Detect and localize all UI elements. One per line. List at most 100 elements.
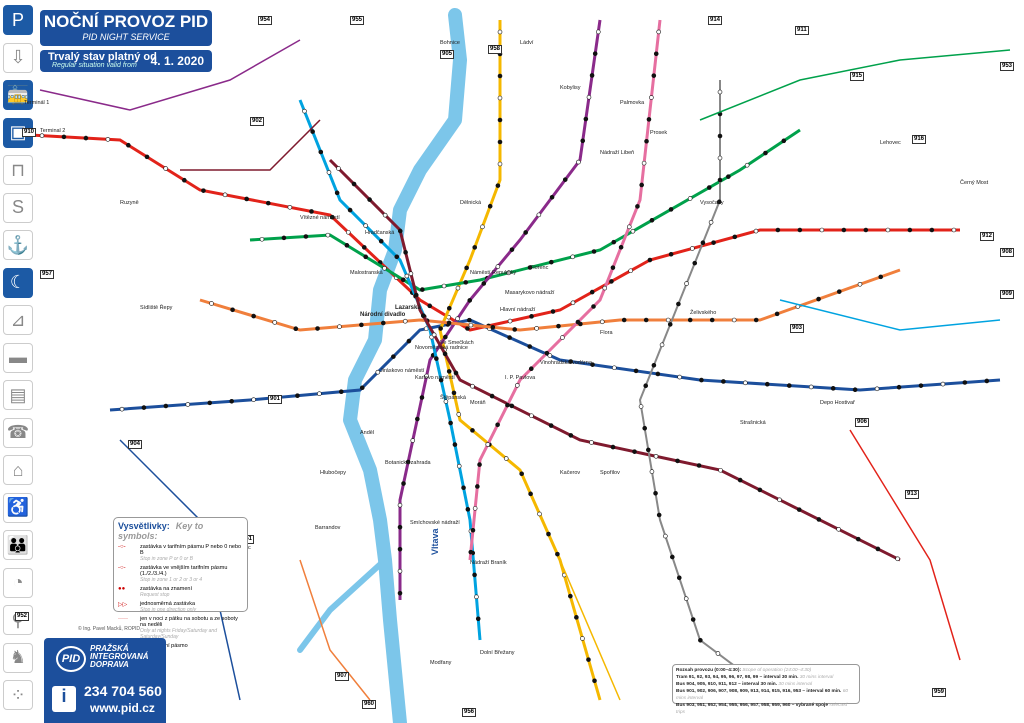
route-line-99[interactable] [468, 19, 662, 561]
stop-marker [363, 254, 369, 260]
stop-marker [39, 133, 45, 138]
stop-label: Florenc [530, 265, 549, 271]
stop-marker [489, 393, 495, 399]
stop-marker [338, 389, 344, 395]
arrow-down-icon[interactable]: ⇩ [3, 42, 33, 73]
truck-icon[interactable]: ▬ [3, 342, 33, 373]
stop-marker [711, 240, 716, 245]
stroller-icon[interactable]: ◔ [3, 567, 33, 598]
trolleybus-icon[interactable]: ⊓ [3, 155, 33, 185]
stop-marker [451, 390, 457, 396]
s-train-icon[interactable]: S [3, 192, 33, 223]
stop-marker [446, 369, 452, 374]
stop-marker [796, 507, 802, 512]
stop-marker [677, 374, 682, 380]
stop-marker [345, 229, 351, 235]
stop-marker [586, 657, 591, 662]
legend-symbol-icon: ····· [118, 616, 128, 622]
stop-marker [555, 551, 560, 557]
stop-marker [546, 531, 551, 537]
route-line-98[interactable] [328, 158, 901, 562]
bus-route-line[interactable] [299, 559, 371, 701]
stop-marker [602, 285, 608, 291]
page-subtitle: PID NIGHT SERVICE [82, 32, 170, 42]
pid-logo-icon[interactable]: P [3, 5, 33, 35]
bus-route-line[interactable] [779, 299, 1001, 331]
stop-marker [717, 89, 723, 95]
bus-route-line[interactable] [699, 49, 1011, 121]
stop-marker [717, 177, 723, 183]
stop-label: Novoměstská radnice [415, 345, 468, 351]
stop-marker [589, 440, 594, 445]
stop-marker [464, 265, 469, 271]
stop-marker [406, 338, 412, 344]
line-number-badge: 916 [912, 135, 927, 144]
stop-marker [334, 190, 340, 196]
hotel-icon[interactable]: ⌂ [3, 455, 33, 485]
stop-marker [626, 224, 632, 230]
bus-route-line[interactable] [180, 119, 321, 171]
bus-route-line[interactable] [849, 429, 961, 661]
stop-marker [895, 556, 900, 562]
night-moon-icon[interactable]: ☾ [3, 267, 33, 298]
stop-marker [763, 150, 768, 156]
stop-marker [507, 335, 512, 340]
stop-marker [287, 204, 293, 210]
legend-title: Vysvětlivky:Key to symbols: [118, 521, 204, 541]
ferry-anchor-icon[interactable]: ⚓ [3, 230, 33, 260]
stop-marker [929, 227, 935, 233]
stop-marker [415, 416, 420, 422]
validity-banner: Trvalý stav platný od Regular situation … [40, 50, 212, 72]
stop-label: Hlavní nádraží [500, 307, 536, 313]
stop-marker [547, 353, 553, 358]
line-number-badge: 956 [462, 708, 477, 717]
route-line-93[interactable] [438, 20, 602, 701]
family-icon[interactable]: 👪 [3, 530, 33, 560]
stop-marker [655, 371, 661, 377]
route-line-96[interactable] [199, 268, 901, 332]
stop-marker [560, 335, 565, 340]
stop-marker [583, 116, 589, 122]
legend-item: -○-zastávka v tarifním pásmu P nebo 0 ne… [118, 544, 242, 562]
stop-label: Botanická zahrada [385, 460, 431, 466]
wheelchair-icon[interactable]: ♿ [3, 492, 33, 523]
stop-marker [61, 134, 67, 140]
line-number-badge: 960 [362, 700, 377, 709]
bus-route-line[interactable] [559, 559, 621, 701]
stop-marker [589, 73, 595, 78]
stop-marker [786, 383, 792, 388]
stop-marker [580, 636, 585, 641]
legend-item: -○-zastávka ve vnějším tarifním pásmu (1… [118, 565, 228, 583]
legend: Vysvětlivky:Key to symbols: -○-zastávka … [113, 517, 248, 655]
stop-label: Ruzyně [120, 200, 139, 206]
stop-marker [442, 351, 448, 357]
stop-marker [527, 344, 533, 349]
bus-route-line[interactable] [39, 39, 301, 111]
line-number-badge: 901 [268, 395, 283, 404]
stop-marker [592, 678, 597, 684]
stop-marker [503, 456, 509, 461]
stop-marker [326, 170, 332, 175]
stop-marker [716, 199, 722, 205]
stop-marker [653, 51, 659, 57]
website-link[interactable]: www.pid.cz [90, 701, 155, 715]
tram-icon[interactable]: 🚋 [3, 80, 33, 110]
dog-icon[interactable]: ♞ [3, 642, 33, 673]
stop-marker [419, 395, 425, 400]
route-line-94[interactable] [249, 128, 801, 292]
stop-marker [408, 271, 414, 276]
stop-label: Kobylisy [560, 85, 581, 91]
building-icon[interactable]: ▤ [3, 380, 33, 410]
route-line-bus[interactable] [638, 80, 781, 701]
stop-marker [757, 487, 763, 493]
stop-marker [940, 381, 946, 387]
stop-marker [497, 161, 503, 167]
stop-marker [295, 393, 300, 398]
footprints-icon[interactable]: ⁘ [3, 680, 33, 710]
route-line-91[interactable] [29, 133, 960, 332]
stop-marker [576, 159, 581, 165]
funicular-icon[interactable]: ⊿ [3, 305, 33, 335]
stop-label: Ve Smečkách [440, 340, 474, 346]
phone-number[interactable]: 234 704 560 [84, 683, 162, 699]
phone-icon[interactable]: ☎ [3, 417, 33, 448]
